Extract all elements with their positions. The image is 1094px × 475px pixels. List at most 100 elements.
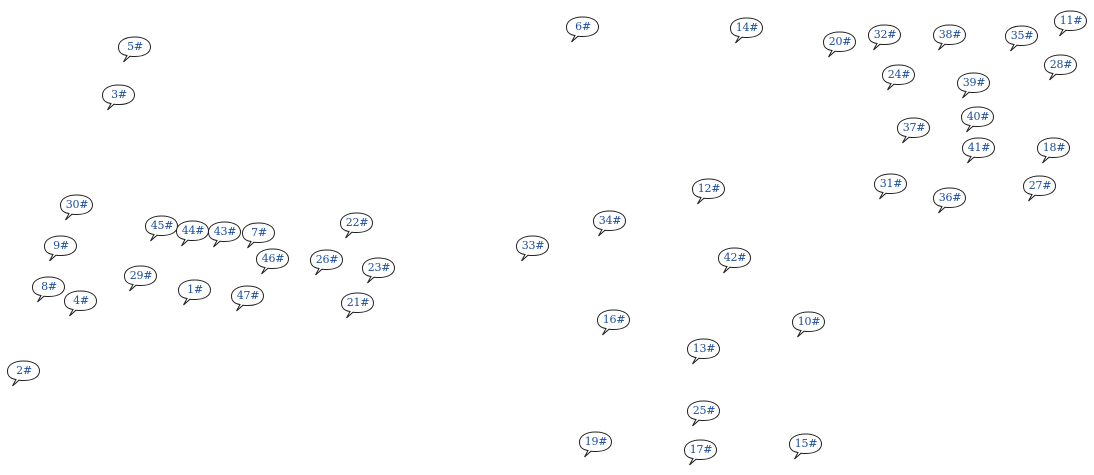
marker-label: 10# [797, 315, 821, 328]
marker-45[interactable]: 45# [144, 215, 179, 243]
marker-label: 30# [65, 198, 89, 211]
marker-13[interactable]: 13# [686, 338, 721, 366]
marker-label: 37# [902, 121, 926, 134]
marker-32[interactable]: 32# [867, 24, 902, 52]
speech-bubble-icon [592, 210, 627, 237]
marker-20[interactable]: 20# [822, 31, 857, 59]
marker-16[interactable]: 16# [596, 309, 631, 337]
marker-17[interactable]: 17# [683, 439, 718, 467]
marker-27[interactable]: 27# [1022, 175, 1057, 203]
marker-47[interactable]: 47# [230, 285, 265, 313]
speech-bubble-icon [230, 285, 265, 312]
speech-bubble-icon [207, 221, 242, 248]
marker-37[interactable]: 37# [896, 117, 931, 145]
marker-label: 43# [213, 225, 237, 238]
speech-bubble-icon [339, 212, 374, 239]
speech-bubble-icon [1036, 137, 1071, 164]
marker-41[interactable]: 41# [961, 137, 996, 165]
marker-43[interactable]: 43# [207, 221, 242, 249]
speech-bubble-icon [686, 338, 721, 365]
marker-3[interactable]: 3# [101, 84, 136, 112]
speech-bubble-icon [956, 72, 991, 99]
marker-label: 20# [828, 35, 852, 48]
marker-label: 28# [1049, 58, 1073, 71]
speech-bubble-icon [791, 311, 826, 338]
marker-7[interactable]: 7# [241, 222, 276, 250]
marker-label: 3# [111, 88, 127, 101]
speech-bubble-icon [896, 117, 931, 144]
marker-22[interactable]: 22# [339, 212, 374, 240]
speech-bubble-icon [1022, 175, 1057, 202]
marker-6[interactable]: 6# [565, 16, 600, 44]
marker-label: 25# [692, 404, 716, 417]
marker-21[interactable]: 21# [340, 292, 375, 320]
speech-bubble-icon [822, 31, 857, 58]
marker-label: 35# [1010, 29, 1034, 42]
marker-12[interactable]: 12# [691, 178, 726, 206]
marker-1[interactable]: 1# [177, 279, 212, 307]
speech-bubble-icon [59, 194, 94, 221]
marker-label: 29# [129, 269, 153, 282]
marker-label: 27# [1028, 179, 1052, 192]
marker-label: 41# [967, 141, 991, 154]
marker-label: 38# [938, 28, 962, 41]
speech-bubble-icon [686, 400, 721, 427]
marker-44[interactable]: 44# [175, 220, 210, 248]
marker-8[interactable]: 8# [31, 276, 66, 304]
speech-bubble-icon [596, 309, 631, 336]
marker-34[interactable]: 34# [592, 210, 627, 238]
marker-38[interactable]: 38# [932, 24, 967, 52]
marker-label: 2# [16, 364, 32, 377]
speech-bubble-icon [175, 220, 210, 247]
speech-bubble-icon [255, 248, 290, 275]
marker-31[interactable]: 31# [873, 173, 908, 201]
marker-label: 39# [962, 76, 986, 89]
marker-label: 24# [887, 68, 911, 81]
marker-label: 34# [598, 214, 622, 227]
marker-label: 46# [261, 252, 285, 265]
speech-bubble-icon [729, 17, 764, 44]
marker-28[interactable]: 28# [1043, 54, 1078, 82]
marker-29[interactable]: 29# [123, 265, 158, 293]
speech-bubble-icon [309, 249, 344, 276]
marker-4[interactable]: 4# [63, 290, 98, 318]
marker-2[interactable]: 2# [6, 360, 41, 388]
marker-42[interactable]: 42# [717, 247, 752, 275]
marker-11[interactable]: 11# [1053, 10, 1088, 38]
marker-5[interactable]: 5# [117, 36, 152, 64]
speech-bubble-icon [683, 439, 718, 466]
marker-25[interactable]: 25# [686, 400, 721, 428]
marker-39[interactable]: 39# [956, 72, 991, 100]
speech-bubble-icon [691, 178, 726, 205]
speech-bubble-icon [101, 84, 136, 111]
speech-bubble-icon [1053, 10, 1088, 37]
marker-18[interactable]: 18# [1036, 137, 1071, 165]
speech-bubble-icon [960, 106, 995, 133]
marker-10[interactable]: 10# [791, 311, 826, 339]
speech-bubble-icon [63, 290, 98, 317]
marker-label: 7# [251, 226, 267, 239]
marker-label: 11# [1059, 14, 1083, 27]
marker-30[interactable]: 30# [59, 194, 94, 222]
marker-14[interactable]: 14# [729, 17, 764, 45]
marker-9[interactable]: 9# [43, 235, 78, 263]
speech-bubble-icon [144, 215, 179, 242]
marker-23[interactable]: 23# [361, 257, 396, 285]
marker-36[interactable]: 36# [932, 187, 967, 215]
marker-19[interactable]: 19# [578, 431, 613, 459]
marker-33[interactable]: 33# [515, 235, 550, 263]
marker-15[interactable]: 15# [788, 433, 823, 461]
marker-24[interactable]: 24# [881, 64, 916, 92]
marker-26[interactable]: 26# [309, 249, 344, 277]
marker-label: 31# [879, 177, 903, 190]
speech-bubble-icon [873, 173, 908, 200]
marker-46[interactable]: 46# [255, 248, 290, 276]
marker-35[interactable]: 35# [1004, 25, 1039, 53]
marker-label: 19# [584, 435, 608, 448]
marker-40[interactable]: 40# [960, 106, 995, 134]
speech-bubble-icon [717, 247, 752, 274]
speech-bubble-icon [932, 187, 967, 214]
speech-bubble-icon [1004, 25, 1039, 52]
speech-bubble-icon [961, 137, 996, 164]
